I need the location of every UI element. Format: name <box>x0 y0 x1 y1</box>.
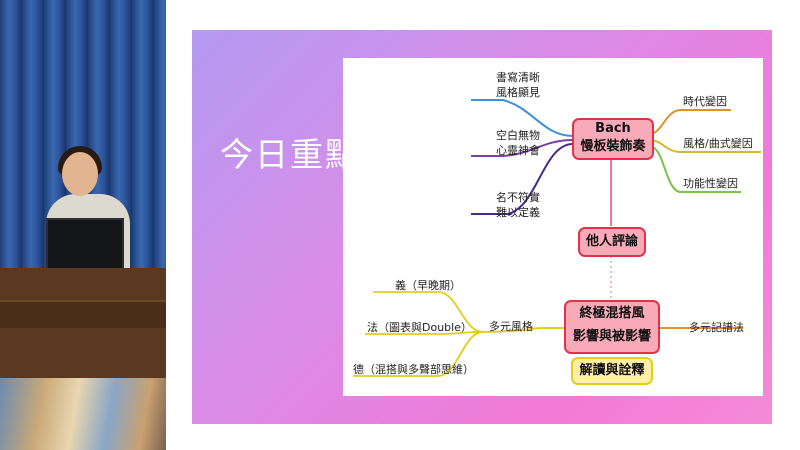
connector-left-1 <box>471 99 574 137</box>
speaker-video <box>0 0 166 450</box>
branch-diverse-styles: 多元風格 <box>489 320 533 333</box>
node-interpretation: 解讀與詮釋 <box>571 357 653 385</box>
connector-bottom-branch <box>472 327 565 333</box>
connector-left-3 <box>471 143 574 215</box>
left-item-2: 空白無物心靈神會 <box>496 129 540 157</box>
node-ultimate-mix: 終極混搭風 影響與被影響 <box>564 300 660 354</box>
node-others-comments: 他人評論 <box>578 227 646 257</box>
speaker-face <box>62 152 98 196</box>
mind-map: 書寫清晰風格顯見 空白無物心靈神會 名不符實難以定義 Bach 慢板裝飾奏 時代… <box>343 58 763 396</box>
connector-bottom-left-2 <box>365 331 484 335</box>
connector-left-2 <box>471 139 574 157</box>
slide-title: 今日重點 <box>220 135 360 174</box>
angel-painting <box>0 378 166 450</box>
node-bach-adagio: Bach 慢板裝飾奏 <box>572 118 654 160</box>
left-item-1: 書寫清晰風格顯見 <box>496 71 540 99</box>
right-item-2: 風格/曲式變因 <box>683 137 753 150</box>
right-item-1: 時代變因 <box>683 95 727 108</box>
bottom-right-item: 多元記譜法 <box>689 321 744 334</box>
left-item-3: 名不符實難以定義 <box>496 191 540 219</box>
bottom-left-item-3: 德（混搭與多聲部思維） <box>353 363 474 376</box>
connector-bottom-left-3 <box>353 331 484 377</box>
connector-right-1 <box>648 109 731 135</box>
bottom-left-item-1: 義（早晚期） <box>395 279 461 292</box>
desk-panel <box>0 300 166 328</box>
bottom-left-item-2: 法（圖表與Double） <box>367 321 472 334</box>
connector-bottom-left-1 <box>373 291 484 333</box>
right-item-3: 功能性變因 <box>683 177 738 190</box>
